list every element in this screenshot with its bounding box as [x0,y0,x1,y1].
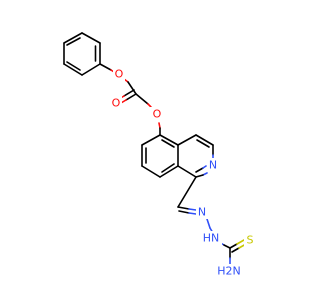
bond [177,176,197,208]
bond [158,122,161,129]
bond [63,32,83,44]
oxygen-label: O [112,97,121,110]
bond [229,243,238,249]
molecule-canvas: O O O N N HN S H2N [63,32,256,279]
atom-label-n-ring: N [207,158,220,172]
bond [236,239,245,245]
bond [159,134,179,146]
bond [195,174,204,178]
nh2-label: H2N [217,265,241,278]
bond [135,93,149,105]
bond [161,139,175,148]
molecule-structure: O O O N N HN S H2N [63,32,256,279]
bond [231,247,240,253]
atom-label-nh: HN [200,231,222,245]
bond [223,244,231,249]
bond [99,63,112,71]
atom-label-o-carbonyl: O [110,96,122,110]
bond [178,210,190,214]
bond [81,63,101,76]
atom-label-o-ether-top: O [113,67,125,81]
benzo-ring [141,134,179,178]
bond [147,103,152,108]
bond [81,32,101,44]
bond [123,89,135,97]
nh-label: HN [203,232,220,245]
bond [125,93,137,101]
oxygen-label: O [115,68,124,81]
atom-label-nh2: H2N [215,264,243,279]
nitrogen-label: N [209,159,217,172]
atom-label-o-ether-bottom: O [150,107,164,121]
bond [159,165,179,178]
bond [141,134,161,146]
phenyl-ring [63,32,101,76]
bond [141,165,161,178]
bond [195,167,204,173]
bond [177,165,197,178]
bond [196,139,210,148]
atom-label-n-imine: N [196,205,209,219]
atom-label-s: S [244,233,256,247]
bond [63,63,83,76]
bond [177,206,190,210]
bond [188,212,197,215]
bond [195,134,214,146]
bond [66,37,81,46]
bond [66,61,81,71]
bond [202,165,207,169]
nitrogen-label: N [198,206,206,219]
bond [127,81,137,95]
bond [188,208,197,211]
oxygen-label: O [153,108,162,121]
sulfur-label: S [247,234,254,247]
bond [161,163,175,173]
bond [177,134,197,146]
